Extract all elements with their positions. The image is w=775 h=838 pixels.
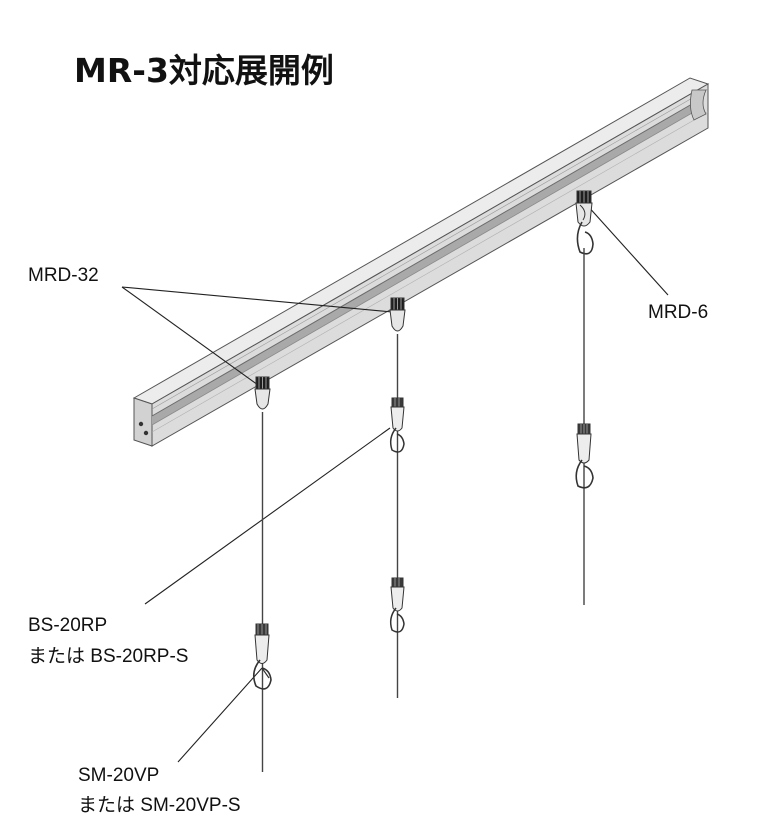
screw-icon — [143, 430, 149, 436]
runner-mrd32 — [389, 297, 406, 332]
hook-bs20rp — [389, 577, 405, 633]
rail-end-cap — [133, 397, 153, 447]
label-sm20vp-alt: または SM-20VP-S — [78, 795, 241, 816]
rail-top-face — [132, 77, 710, 405]
rail — [132, 77, 710, 447]
label-sm20vp: SM-20VP — [78, 765, 159, 786]
page-title: MR-3対応展開例 — [74, 51, 334, 90]
hook-bs20rp — [389, 397, 405, 453]
hook-sm20vp — [252, 623, 272, 690]
hanger-middle — [389, 297, 406, 698]
hanger-left — [252, 376, 272, 772]
label-bs20rp: BS-20RP — [28, 615, 107, 636]
callout-labels: MRD-32 MRD-6 BS-20RP または BS-20RP-S SM-20… — [28, 265, 708, 816]
leader-lines — [121, 203, 669, 763]
runner-mrd6 — [575, 190, 594, 255]
label-mrd6: MRD-6 — [648, 302, 708, 323]
runner-mrd32 — [254, 376, 271, 410]
screw-icon — [138, 421, 144, 427]
label-bs20rp-alt: または BS-20RP-S — [28, 646, 188, 667]
label-mrd32: MRD-32 — [28, 265, 99, 286]
rail-front-face — [151, 83, 709, 447]
hanger-right — [575, 190, 594, 605]
rail-groove — [152, 104, 692, 425]
hook-bs20rp — [575, 423, 594, 489]
